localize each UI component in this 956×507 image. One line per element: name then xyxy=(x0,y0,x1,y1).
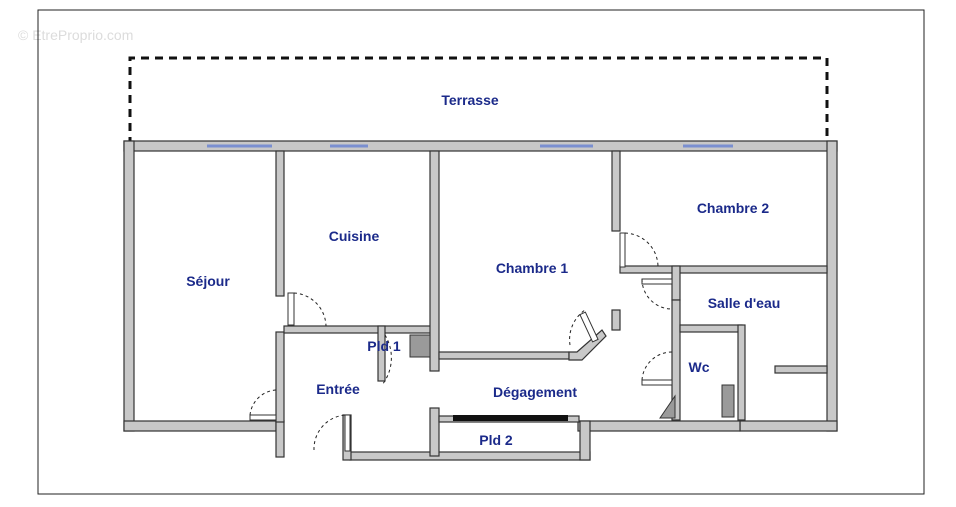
room-label-chambre-2: Chambre 2 xyxy=(697,200,770,216)
room-label-chambre-1: Chambre 1 xyxy=(496,260,569,276)
room-label-wc: Wc xyxy=(689,359,710,375)
room-label-cuisine: Cuisine xyxy=(329,228,380,244)
room-label-degagement: Dégagement xyxy=(493,384,577,400)
shower-fixture xyxy=(721,384,735,418)
interior-walls xyxy=(275,150,828,457)
room-label-entree: Entrée xyxy=(316,381,360,397)
room-label-sejour: Séjour xyxy=(186,273,230,289)
room-label-terrasse: Terrasse xyxy=(441,92,499,108)
watermark: © EtreProprio.com xyxy=(18,27,133,43)
plan-frame xyxy=(37,9,925,495)
terrace-boundary xyxy=(128,56,829,145)
placard-2-door xyxy=(453,415,568,421)
room-label-placard-2: Pld 2 xyxy=(479,432,513,448)
placard-1-fixture xyxy=(409,334,431,358)
room-label-placard-1: Pld 1 xyxy=(367,338,401,354)
room-label-salle-eau: Salle d'eau xyxy=(708,295,781,311)
wc-fixture xyxy=(659,394,676,419)
doors xyxy=(249,232,673,452)
